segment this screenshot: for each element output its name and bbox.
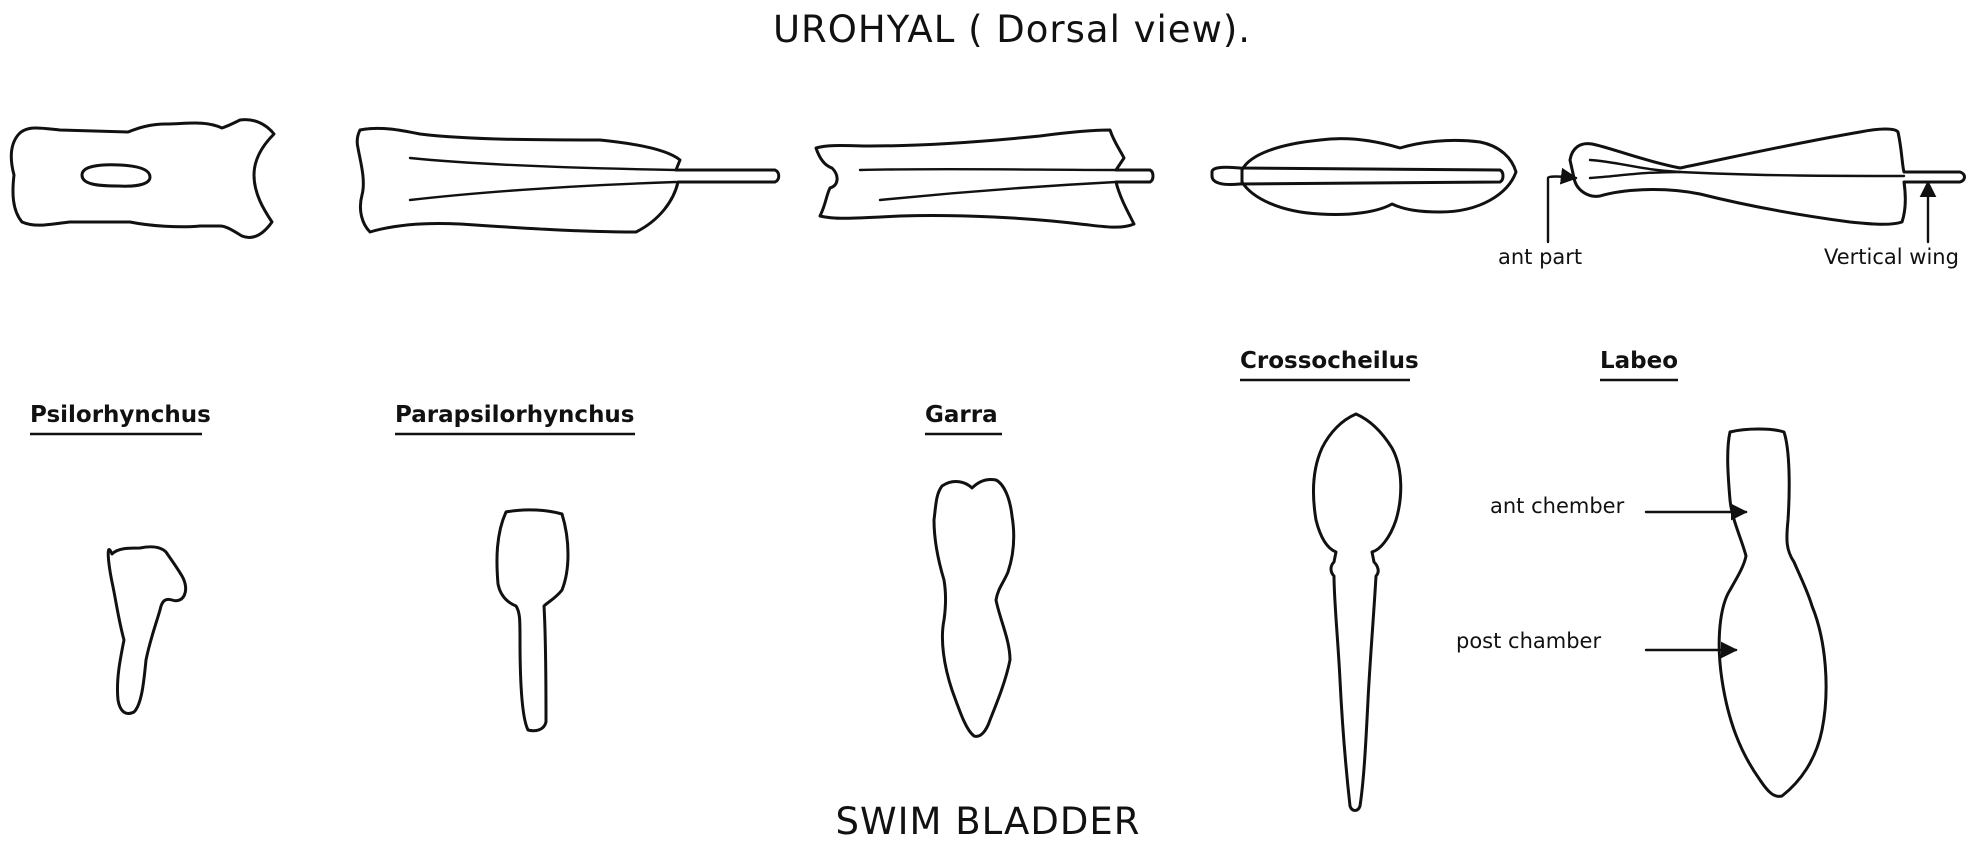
ant-part-label: ant part [1498,245,1582,269]
genus-name: Labeo [1600,348,1678,374]
urohyal-crossocheilus [1212,139,1516,215]
genus-name: Garra [925,402,998,428]
ant-chamber-annotation: ant chember [1490,494,1746,518]
urohyal-garra [816,130,1153,227]
post-chamber-annotation: post chamber [1456,629,1736,653]
genus-label-crossocheilus: Crossocheilus [1240,348,1419,380]
vertical-wing-label: Vertical wing [1824,245,1959,269]
genus-label-labeo: Labeo [1600,348,1678,380]
genus-name: Crossocheilus [1240,348,1419,374]
swim-bladder-title: SWIM BLADDER [836,800,1141,843]
urohyal-title: UROHYAL ( Dorsal view). [773,8,1251,51]
ant-part-annotation: ant part [1498,177,1582,270]
genus-label-parapsilorhynchus: Parapsilorhynchus [395,402,635,434]
swim-bladder-garra [934,479,1014,736]
ant-chamber-label: ant chember [1490,494,1625,518]
genus-name: Parapsilorhynchus [395,402,635,428]
swim-bladder-crossocheilus [1314,414,1401,811]
genus-label-psilorhynchus: Psilorhynchus [30,402,211,434]
urohyal-parapsilorhynchus [357,128,779,232]
urohyal-labeo [1570,129,1965,224]
post-chamber-label: post chamber [1456,629,1601,653]
genus-name: Psilorhynchus [30,402,211,428]
swim-bladder-psilorhynchus [108,547,185,714]
swim-bladder-labeo [1719,429,1826,796]
swim-bladder-parapsilorhynchus [497,510,568,731]
genus-label-garra: Garra [925,402,1002,434]
urohyal-psilorhynchus [11,120,274,238]
vertical-wing-annotation: Vertical wing [1824,182,1959,269]
